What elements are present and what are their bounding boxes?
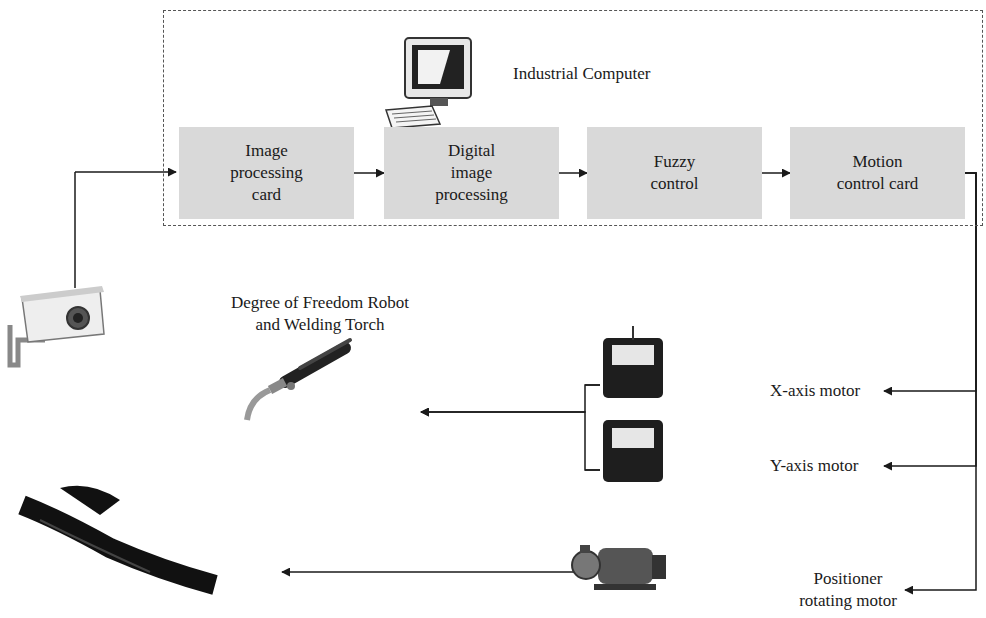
flow-arrow — [559, 172, 587, 174]
illustration-part — [652, 555, 666, 579]
illustration-part — [412, 45, 464, 89]
node-label: Degree of Freedom Robot and Welding Torc… — [225, 292, 415, 336]
pump-motor-icon — [572, 545, 666, 590]
camera-icon — [10, 286, 104, 365]
computer-boundary: Industrial ComputerImage processing card… — [163, 10, 983, 226]
motor-unit: X-axis motor — [600, 328, 884, 408]
box-label: Digital image processing — [426, 140, 518, 206]
illustration-part — [67, 307, 89, 329]
computer-icon — [386, 38, 471, 128]
box-label: Motion control card — [832, 151, 924, 195]
illustration-part — [300, 340, 350, 368]
flow-arrow — [354, 172, 384, 174]
drive-wire — [282, 571, 585, 573]
node-label: Y-axis motor — [770, 455, 878, 477]
workpiece — [22, 486, 215, 585]
illustration-part — [594, 584, 656, 590]
motor-unit: Y-axis motor — [600, 412, 884, 490]
illustration-part — [405, 38, 471, 98]
process-box: Image processing card — [179, 127, 354, 219]
motor-unit: Positioner rotating motor — [565, 535, 905, 618]
process-box: Fuzzy control — [587, 127, 762, 219]
torch-unit: Degree of Freedom Robot and Welding Torc… — [225, 290, 421, 420]
illustration-part — [247, 390, 270, 420]
illustration-part — [598, 548, 653, 584]
illustration-part — [580, 545, 590, 553]
welding-torch — [247, 340, 350, 420]
illustration-part — [285, 348, 345, 382]
illustration-part — [73, 313, 83, 323]
flow-arrow — [905, 173, 976, 590]
illustration-part — [270, 382, 285, 390]
signal-wire — [75, 171, 176, 173]
motor-icon — [603, 420, 663, 482]
illustration-part — [603, 338, 663, 398]
illustration-part — [603, 420, 663, 482]
node-label: Positioner rotating motor — [797, 568, 899, 612]
node-label: Industrial Computer — [513, 63, 713, 85]
illustration-part — [612, 345, 654, 365]
illustration-part — [632, 326, 634, 340]
motor-icon — [603, 326, 663, 398]
flow-arrow — [421, 385, 600, 412]
illustration-part — [572, 551, 600, 579]
illustration-part — [612, 428, 654, 448]
box-label: Fuzzy control — [629, 151, 721, 195]
illustration-part — [20, 286, 104, 302]
illustration-part — [430, 98, 448, 106]
flow-arrow — [762, 172, 790, 174]
node-label: X-axis motor — [770, 380, 878, 402]
illustration-part — [392, 111, 436, 122]
process-box: Motion control card — [790, 127, 965, 219]
process-box: Digital image processing — [384, 127, 559, 219]
illustration-part — [22, 505, 215, 585]
signal-wire — [74, 172, 76, 288]
illustration-part — [418, 50, 450, 84]
flow-arrow — [421, 412, 600, 470]
illustration-part — [287, 382, 295, 390]
illustration-part — [386, 106, 440, 128]
illustration-part — [60, 486, 120, 515]
box-label: Image processing card — [221, 140, 313, 206]
illustration-part — [40, 520, 150, 572]
